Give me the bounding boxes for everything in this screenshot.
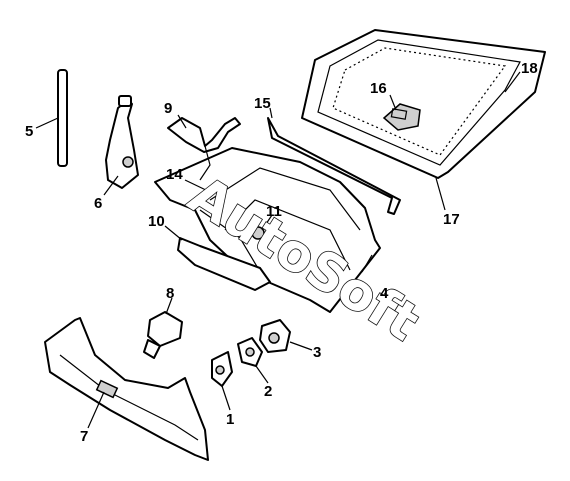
latch-mechanism-part xyxy=(259,319,291,353)
callout-7: 7 xyxy=(80,428,88,445)
seal-strip-part xyxy=(177,237,271,291)
callout-6: 6 xyxy=(94,195,102,212)
washer-reservoir-part xyxy=(105,95,139,189)
striker-part xyxy=(211,351,233,387)
callout-15: 15 xyxy=(254,95,271,112)
callout-3: 3 xyxy=(313,344,321,361)
leader-lines xyxy=(35,71,521,429)
callout-10: 10 xyxy=(148,213,165,230)
callout-16: 16 xyxy=(370,80,387,97)
hood-latch-part xyxy=(251,226,265,240)
callout-11: 11 xyxy=(266,203,282,220)
stay-rod-part xyxy=(57,69,68,167)
lock-cylinder-part xyxy=(143,311,183,359)
bracket-part xyxy=(237,337,263,367)
callout-18: 18 xyxy=(521,60,538,77)
windshield-part xyxy=(301,29,546,179)
front-panel-part xyxy=(44,317,209,461)
callout-1: 1 xyxy=(226,411,234,428)
callout-4: 4 xyxy=(380,285,389,302)
rear-view-mirror-part xyxy=(382,103,421,131)
callout-5: 5 xyxy=(25,123,33,140)
callout-2: 2 xyxy=(264,383,272,400)
hood-hinge-part xyxy=(167,117,241,181)
callout-9: 9 xyxy=(164,100,172,117)
callout-8: 8 xyxy=(166,285,174,302)
callout-14: 14 xyxy=(166,166,183,183)
callout-17: 17 xyxy=(443,211,460,228)
hood-rod-part xyxy=(267,117,401,215)
hood-part xyxy=(154,147,381,313)
